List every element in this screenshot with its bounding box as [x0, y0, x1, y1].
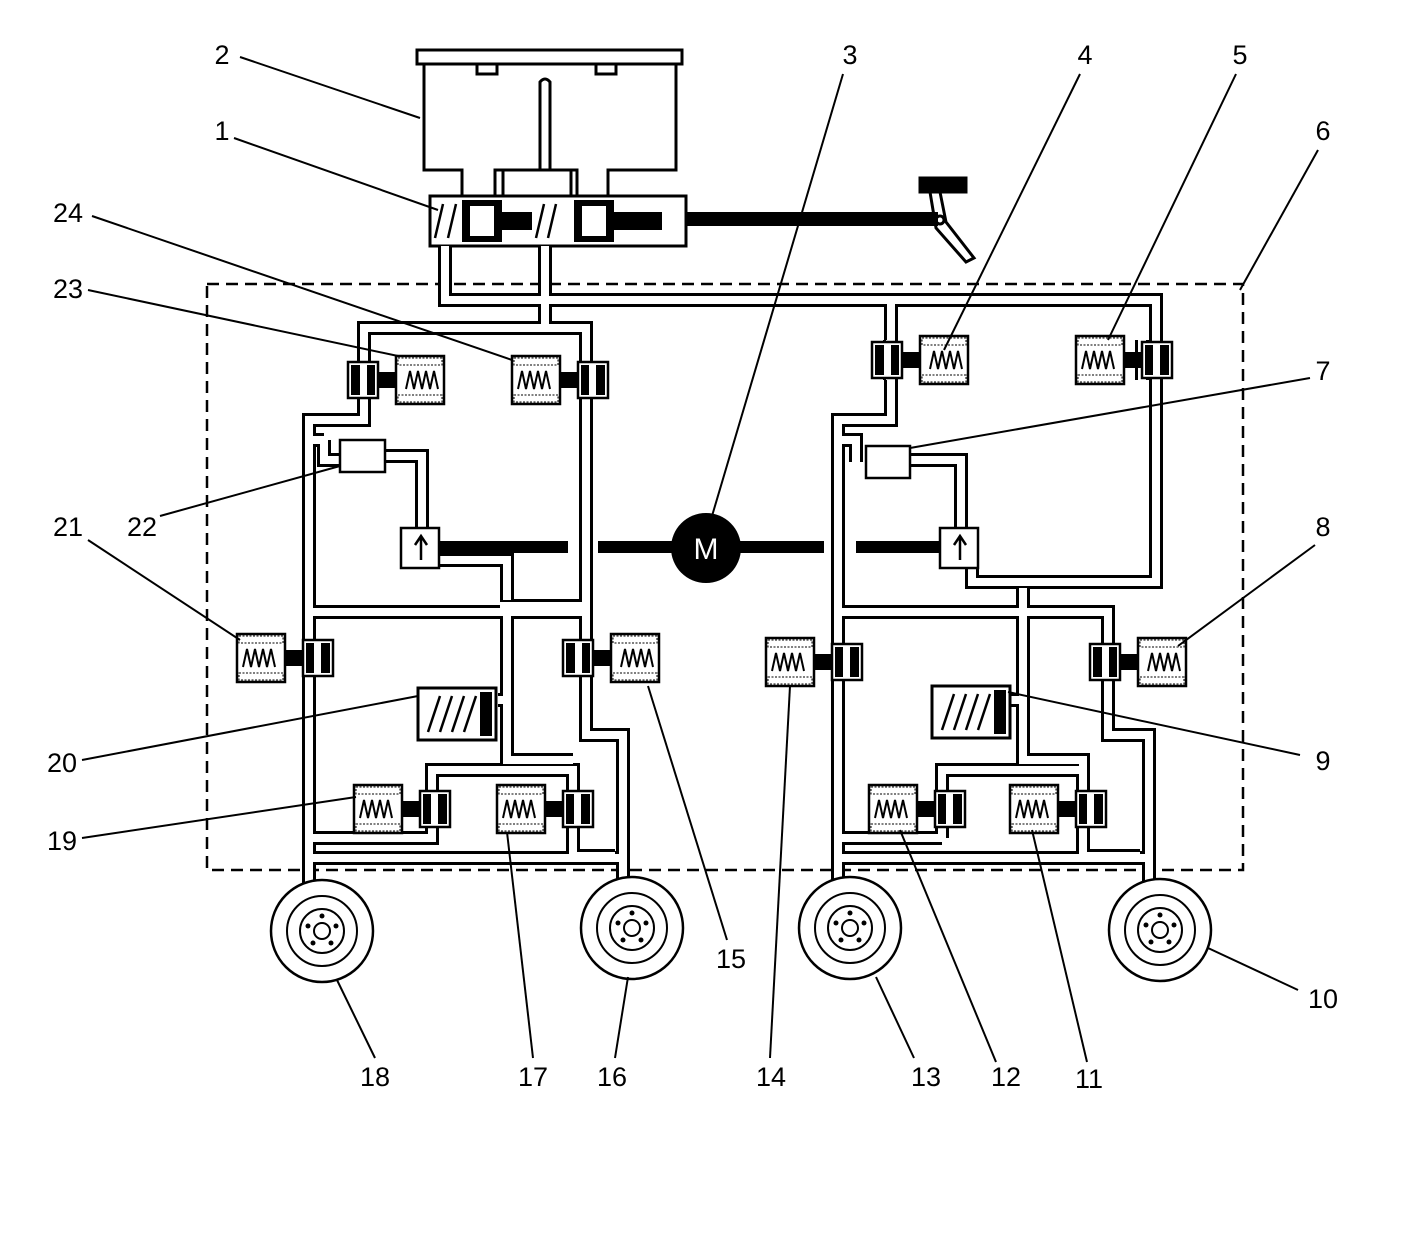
- modulator-boundary: [205, 282, 1245, 872]
- callout-9: 9: [1315, 746, 1330, 776]
- callout-10: 10: [1308, 984, 1338, 1014]
- callout-8: 8: [1315, 512, 1330, 542]
- callout-24: 24: [53, 198, 83, 228]
- valve-23: [346, 354, 446, 406]
- callout-7: 7: [1315, 356, 1330, 386]
- valve-17: [495, 783, 595, 835]
- wheel-18: [269, 878, 375, 984]
- callout-12: 12: [991, 1062, 1021, 1092]
- brake-lines: [302, 246, 1163, 888]
- callout-15: 15: [716, 944, 746, 974]
- valve-8: [1088, 636, 1188, 688]
- left-pump: [399, 526, 441, 570]
- valve-4: [870, 334, 970, 386]
- valve-14: [764, 636, 864, 688]
- callout-labels: 1 2 3 4 5 6 7 8 9 10 11 12 13 14 15 16 1…: [47, 40, 1338, 1094]
- callout-21: 21: [53, 512, 83, 542]
- callout-3: 3: [842, 40, 857, 70]
- valve-19: [352, 783, 452, 835]
- callout-4: 4: [1077, 40, 1092, 70]
- valve-5: [1074, 334, 1174, 386]
- callout-2: 2: [214, 40, 229, 70]
- valve-11: [1008, 783, 1108, 835]
- wheel-16: [579, 875, 685, 981]
- motor-label: M: [694, 533, 719, 566]
- right-pump: [938, 526, 980, 570]
- accumulator-20: [416, 686, 498, 742]
- callout-17: 17: [518, 1062, 548, 1092]
- damper-right: [864, 444, 912, 480]
- callout-18: 18: [360, 1062, 390, 1092]
- valve-15: [561, 632, 661, 684]
- brake-pedal: [918, 176, 977, 264]
- valve-21: [235, 632, 335, 684]
- callout-13: 13: [911, 1062, 941, 1092]
- callout-20: 20: [47, 748, 77, 778]
- callout-16: 16: [597, 1062, 627, 1092]
- callout-19: 19: [47, 826, 77, 856]
- pump-motor: M: [440, 513, 940, 583]
- accumulator-9: [930, 684, 1012, 740]
- callout-22: 22: [127, 512, 157, 542]
- callout-23: 23: [53, 274, 83, 304]
- fluid-reservoir: [415, 48, 684, 198]
- damper-left: [338, 438, 387, 474]
- callout-6: 6: [1315, 116, 1330, 146]
- master-cylinder: [428, 194, 938, 248]
- callout-14: 14: [756, 1062, 786, 1092]
- valve-12: [867, 783, 967, 835]
- wheel-13: [797, 875, 903, 981]
- callout-5: 5: [1232, 40, 1247, 70]
- valve-24: [510, 354, 610, 406]
- callout-1: 1: [214, 116, 229, 146]
- leader-lines: [81, 56, 1319, 1063]
- callout-11: 11: [1075, 1064, 1103, 1094]
- wheel-10: [1107, 877, 1213, 983]
